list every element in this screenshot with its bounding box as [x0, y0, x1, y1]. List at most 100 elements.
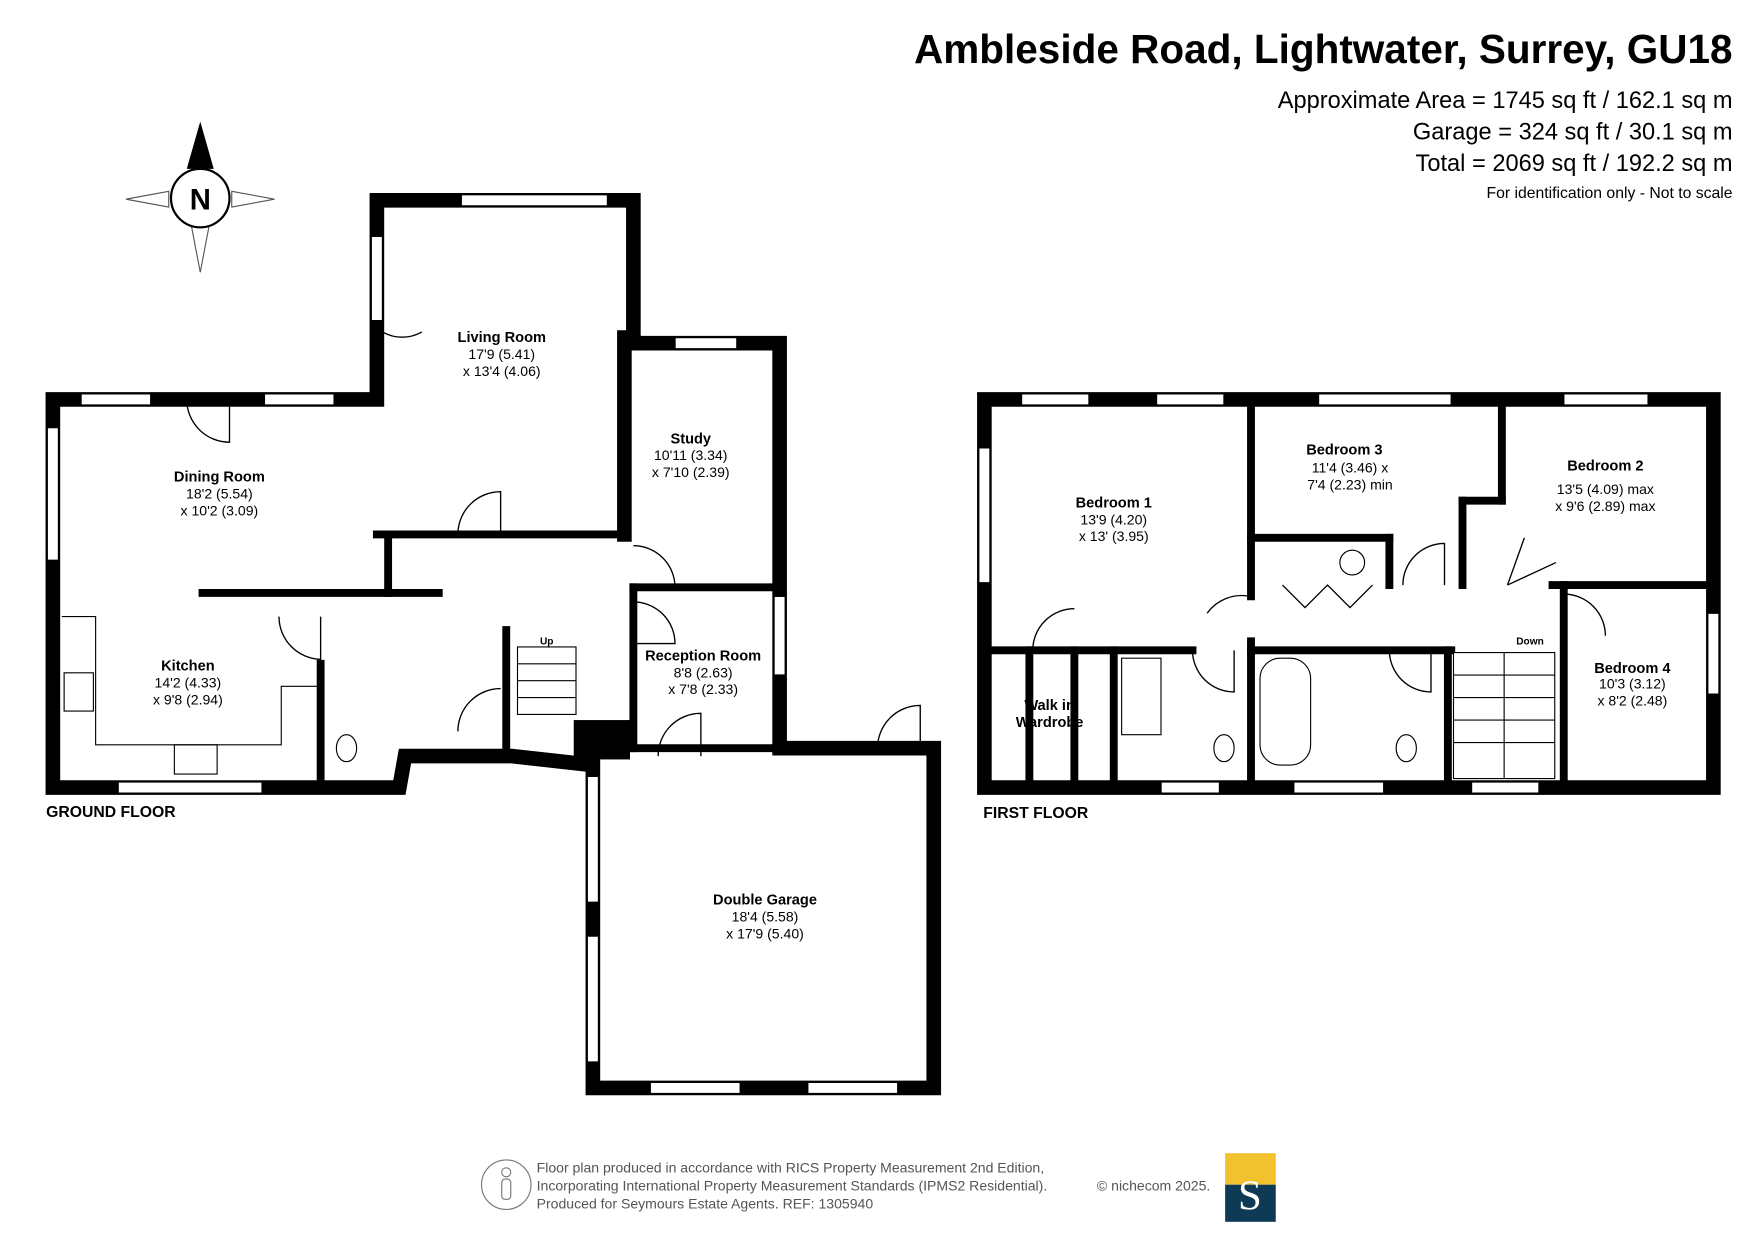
stairs-down-label: Down	[1516, 637, 1544, 648]
window	[1317, 393, 1452, 406]
window	[586, 935, 600, 1063]
door	[186, 399, 231, 443]
svg-text:Dining Room: Dining Room	[174, 470, 265, 486]
window	[1707, 612, 1720, 695]
door	[1402, 542, 1446, 586]
door	[381, 331, 423, 372]
room-living-room: Living Room 17'9 (5.41) x 13'4 (4.06)	[458, 330, 546, 379]
svg-text:x 10'2 (3.09): x 10'2 (3.09)	[181, 502, 259, 518]
door	[1032, 608, 1075, 651]
footer-line-3: Produced for Seymours Estate Agents. REF…	[537, 1195, 874, 1211]
compass-icon: N	[125, 121, 275, 273]
door	[876, 704, 921, 749]
window	[1293, 781, 1385, 794]
ground-floor-label: GROUND FLOOR	[46, 804, 176, 821]
svg-text:Kitchen: Kitchen	[161, 659, 215, 675]
ground-floor-plan: Up	[45, 193, 942, 1096]
sink-icon	[173, 744, 218, 775]
svg-text:x 17'9 (5.40): x 17'9 (5.40)	[726, 925, 804, 941]
room-bedroom-2: Bedroom 2 13'5 (4.09) max x 9'6 (2.89) m…	[1555, 458, 1655, 514]
approx-area: Approximate Area = 1745 sq ft / 162.1 sq…	[1278, 88, 1733, 114]
seymours-logo: S	[1225, 1153, 1276, 1222]
window	[586, 775, 600, 903]
door	[1206, 594, 1251, 614]
boiler-icon	[1339, 549, 1366, 576]
svg-text:x 13'4 (4.06): x 13'4 (4.06)	[463, 363, 541, 379]
window	[674, 336, 738, 350]
room-walk-in-wardrobe: Walk in Wardrobe	[1016, 698, 1084, 731]
window	[807, 1081, 899, 1095]
door	[1388, 650, 1432, 693]
window	[1160, 781, 1221, 794]
svg-text:Bedroom 3: Bedroom 3	[1306, 443, 1382, 459]
door	[457, 491, 502, 535]
svg-text:Bedroom 4: Bedroom 4	[1594, 661, 1671, 677]
svg-text:Double Garage: Double Garage	[713, 893, 817, 909]
svg-text:Study: Study	[670, 431, 711, 447]
footer-line-1: Floor plan produced in accordance with R…	[537, 1159, 1045, 1175]
svg-text:x 13' (3.95): x 13' (3.95)	[1079, 528, 1149, 544]
svg-text:Walk in: Walk in	[1024, 698, 1075, 714]
compass-north-label: N	[190, 184, 211, 216]
window	[370, 235, 384, 322]
window	[460, 194, 609, 207]
svg-text:Bedroom 1: Bedroom 1	[1076, 495, 1152, 511]
window	[117, 781, 263, 794]
window	[46, 426, 60, 561]
wardrobe-door	[1282, 584, 1373, 609]
disclaimer: For identification only - Not to scale	[1487, 185, 1733, 202]
bath-icon	[1259, 657, 1312, 766]
toilet-icon	[1395, 734, 1417, 763]
svg-text:Reception Room: Reception Room	[645, 648, 761, 664]
door	[1506, 537, 1557, 586]
room-bedroom-3: Bedroom 3 11'4 (3.46) x 7'4 (2.23) min	[1306, 443, 1393, 493]
door	[1191, 650, 1235, 693]
toilet-icon	[1213, 734, 1235, 763]
window	[1470, 781, 1540, 794]
svg-text:Wardrobe: Wardrobe	[1016, 715, 1084, 731]
svg-text:Bedroom 2: Bedroom 2	[1567, 458, 1643, 474]
total-area: Total = 2069 sq ft / 192.2 sq m	[1416, 151, 1733, 177]
footer-line-2: Incorporating International Property Mea…	[537, 1177, 1048, 1193]
hob-icon	[63, 672, 94, 712]
person-icon	[480, 1159, 532, 1210]
door	[278, 616, 322, 661]
door	[657, 712, 702, 757]
svg-text:13'9 (4.20): 13'9 (4.20)	[1080, 511, 1147, 527]
svg-text:x 7'8 (2.33): x 7'8 (2.33)	[668, 681, 738, 697]
room-bedroom-1: Bedroom 1 13'9 (4.20) x 13' (3.95)	[1076, 495, 1152, 544]
room-study: Study 10'11 (3.34) x 7'10 (2.39)	[652, 431, 730, 480]
window	[1020, 393, 1090, 406]
footer-copyright: © nichecom 2025.	[1097, 1177, 1210, 1193]
window	[1563, 393, 1649, 406]
door	[1563, 593, 1607, 636]
svg-text:7'4 (2.23) min: 7'4 (2.23) min	[1307, 476, 1392, 492]
svg-text:Living Room: Living Room	[458, 330, 546, 346]
svg-text:13'5 (4.09) max: 13'5 (4.09) max	[1557, 481, 1654, 497]
garage-area: Garage = 324 sq ft / 30.1 sq m	[1413, 120, 1733, 146]
staircase: Down	[1452, 637, 1556, 780]
property-title: Ambleside Road, Lightwater, Surrey, GU18	[914, 26, 1732, 72]
svg-text:17'9 (5.41): 17'9 (5.41)	[468, 346, 535, 362]
window	[263, 393, 335, 406]
window	[80, 393, 152, 406]
window	[1155, 393, 1225, 406]
room-reception-room: Reception Room 8'8 (2.63) x 7'8 (2.33)	[645, 648, 761, 697]
first-floor-plan: Down	[977, 392, 1721, 795]
window	[978, 447, 991, 584]
room-dining-room: Dining Room 18'2 (5.54) x 10'2 (3.09)	[174, 470, 265, 519]
svg-text:11'4 (3.46) x: 11'4 (3.46) x	[1312, 460, 1389, 476]
toilet-icon	[335, 734, 358, 763]
svg-text:x 7'10 (2.39): x 7'10 (2.39)	[652, 464, 730, 480]
staircase: Up	[516, 637, 577, 715]
room-double-garage: Double Garage 18'4 (5.58) x 17'9 (5.40)	[713, 893, 817, 942]
stairs-up-label: Up	[540, 637, 553, 648]
svg-text:x 8'2 (2.48): x 8'2 (2.48)	[1597, 692, 1667, 708]
svg-text:S: S	[1238, 1172, 1262, 1219]
svg-text:10'3 (3.12): 10'3 (3.12)	[1599, 676, 1666, 692]
svg-text:x 9'8 (2.94): x 9'8 (2.94)	[153, 691, 223, 707]
room-bedroom-4: Bedroom 4 10'3 (3.12) x 8'2 (2.48)	[1594, 661, 1671, 709]
door	[633, 601, 676, 645]
room-kitchen: Kitchen 14'2 (4.33) x 9'8 (2.94)	[153, 659, 223, 708]
